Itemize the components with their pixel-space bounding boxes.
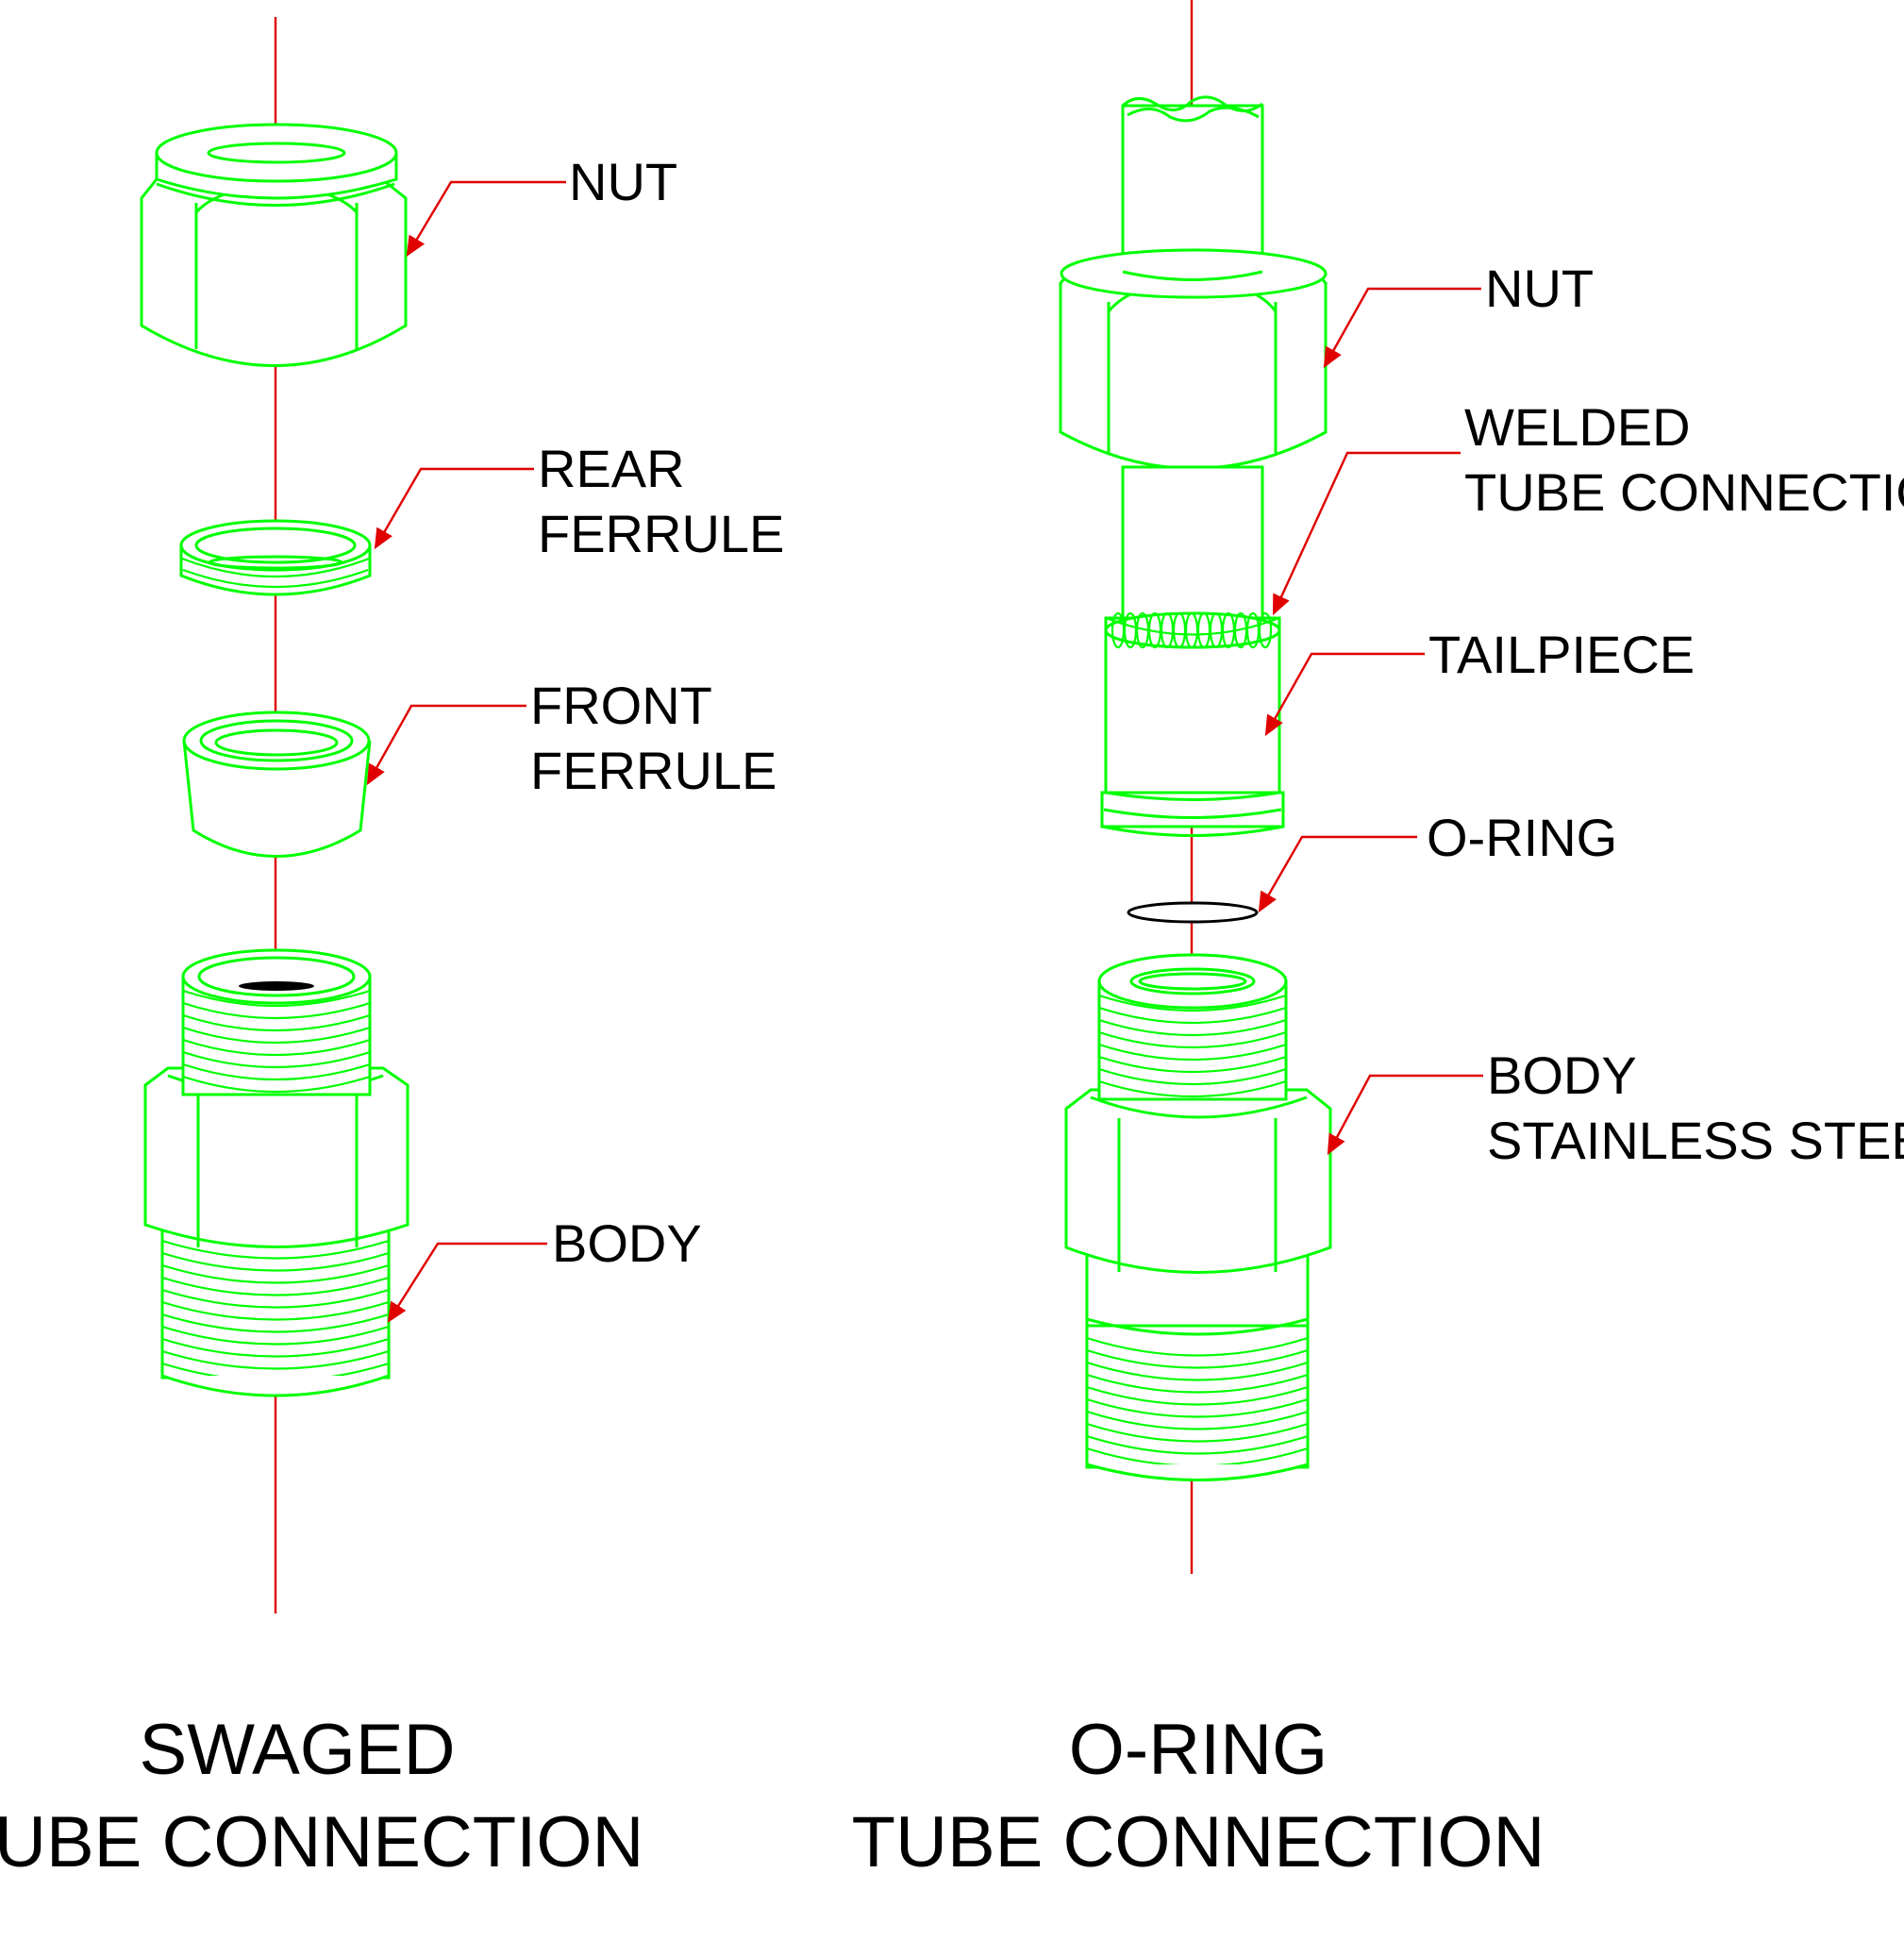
- swaged-caption-line2: TUBE CONNECTION: [0, 1802, 643, 1882]
- right-body-part: [1064, 953, 1332, 1481]
- right-nut-part: [1059, 248, 1328, 470]
- left-body-part: [143, 948, 409, 1397]
- right-nut-leader: [1323, 287, 1481, 369]
- left-nut-label: NUT: [569, 152, 677, 211]
- swaged-caption-line1: SWAGED: [140, 1710, 456, 1790]
- front-ferrule-label-line1: FRONT: [530, 676, 712, 735]
- left-nut-leader: [406, 180, 566, 258]
- tube-section: [1121, 465, 1264, 620]
- o-ring-assembly: NUT WELDED TUBE CONNECTION TAILPIECE O-R…: [852, 0, 1904, 1882]
- o-ring-caption-line1: O-RING: [1069, 1710, 1328, 1790]
- right-body-label-line1: BODY: [1487, 1045, 1637, 1105]
- left-nut-part: [140, 123, 408, 367]
- swaged-assembly: NUT REAR FERRULE FRONT FERRULE BODY SWAG…: [0, 17, 784, 1882]
- weld-bead: [1104, 611, 1281, 649]
- tailpiece-part: [1100, 611, 1285, 837]
- welded-connection-leader: [1272, 451, 1461, 616]
- o-ring-part: [1127, 901, 1259, 924]
- tailpiece-leader: [1264, 652, 1425, 737]
- right-nut-label: NUT: [1485, 259, 1594, 318]
- welded-label-line1: WELDED: [1464, 397, 1691, 457]
- front-ferrule-part: [182, 711, 372, 858]
- o-ring-leader: [1258, 835, 1417, 913]
- welded-label-line2: TUBE CONNECTION: [1464, 462, 1904, 522]
- left-body-label: BODY: [552, 1213, 702, 1273]
- right-body-leader: [1327, 1074, 1483, 1156]
- o-ring-label: O-RING: [1427, 808, 1617, 867]
- rear-ferrule-label-line1: REAR: [538, 439, 685, 498]
- left-body-leader: [387, 1242, 547, 1324]
- tailpiece-label: TAILPIECE: [1428, 625, 1695, 684]
- o-ring-caption-line2: TUBE CONNECTION: [852, 1802, 1545, 1882]
- rear-ferrule-leader: [374, 467, 534, 550]
- right-body-label-line2: STAINLESS STEEL: [1487, 1111, 1904, 1170]
- front-ferrule-label-line2: FERRULE: [530, 741, 777, 800]
- front-ferrule-leader: [366, 704, 526, 786]
- rear-ferrule-part: [179, 519, 372, 596]
- rear-ferrule-label-line2: FERRULE: [538, 504, 784, 563]
